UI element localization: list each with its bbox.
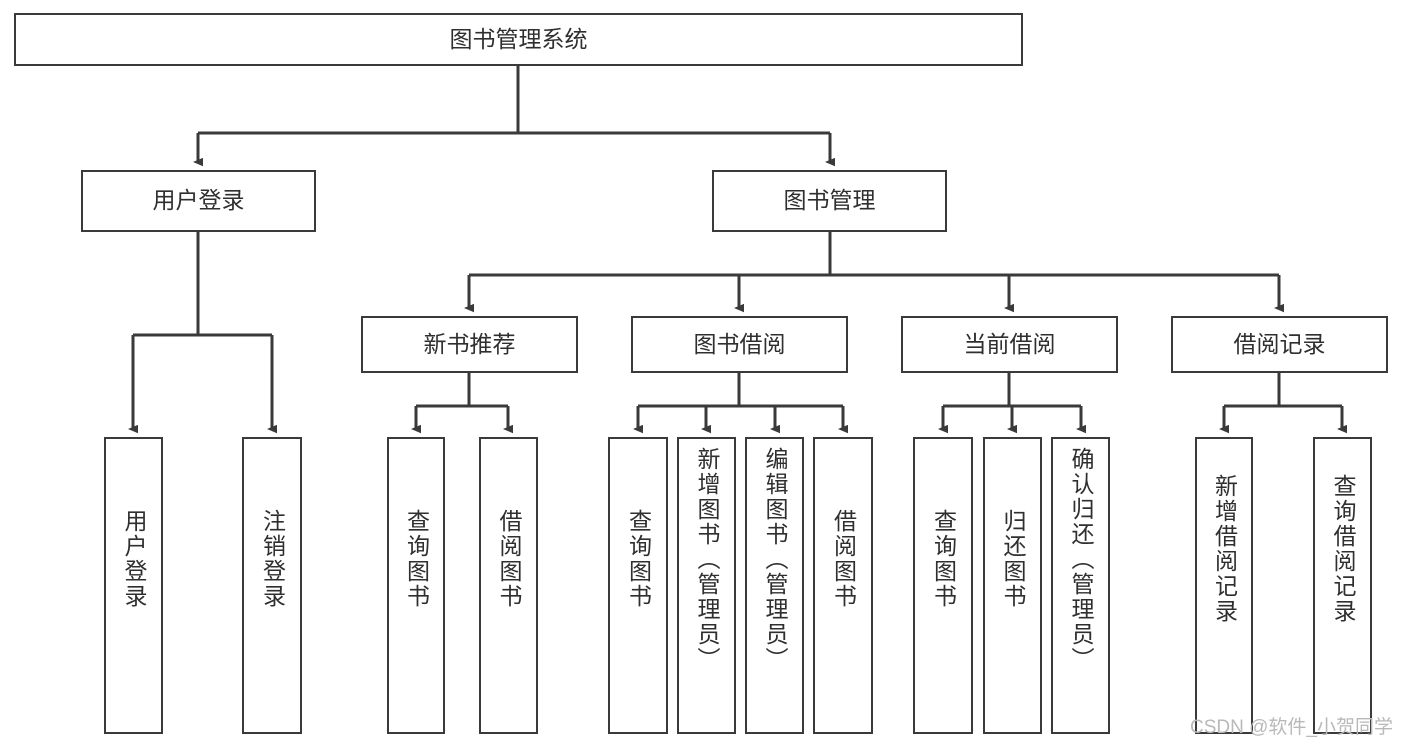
- node-current-borrow[interactable]: 当前借阅: [901, 316, 1118, 373]
- node-leaf-user-login[interactable]: 用户登录: [104, 437, 163, 734]
- node-leaf-edit-book[interactable]: 编辑图书（管理员）: [745, 437, 804, 734]
- node-leaf-borrow-book-rec-label: 借阅图书: [496, 509, 522, 609]
- node-root[interactable]: 图书管理系统: [14, 13, 1023, 66]
- node-leaf-edit-book-label: 编辑图书（管理员）: [762, 447, 788, 672]
- node-leaf-query-book-current[interactable]: 查询图书: [913, 437, 973, 734]
- node-leaf-borrow-book-rec[interactable]: 借阅图书: [479, 437, 538, 734]
- node-leaf-confirm-return[interactable]: 确认归还（管理员）: [1051, 437, 1110, 734]
- node-book-manage-label: 图书管理: [783, 187, 876, 214]
- node-leaf-add-book[interactable]: 新增图书（管理员）: [677, 437, 736, 734]
- node-current-borrow-label: 当前借阅: [963, 330, 1056, 357]
- edge-group-bookmanage-to-level3: [464, 232, 1284, 313]
- edge-group-currentborrow-to-leaves: [938, 373, 1086, 434]
- node-leaf-query-book-borrow[interactable]: 查询图书: [608, 437, 668, 734]
- watermark-text: CSDN @软件_小贺同学: [1190, 717, 1393, 738]
- node-leaf-user-login-label: 用户登录: [121, 509, 147, 609]
- node-borrow-record[interactable]: 借阅记录: [1171, 316, 1388, 373]
- node-borrow-record-label: 借阅记录: [1233, 330, 1326, 357]
- node-leaf-add-borrow-record-label: 新增借阅记录: [1211, 474, 1238, 624]
- node-leaf-borrow-book-label: 借阅图书: [830, 509, 857, 609]
- node-leaf-add-borrow-record[interactable]: 新增借阅记录: [1195, 437, 1253, 734]
- node-leaf-query-borrow-record[interactable]: 查询借阅记录: [1313, 437, 1372, 734]
- edge-group-bookborrow-to-leaves: [633, 373, 848, 434]
- edge-group-userlogin-to-leaves: [128, 232, 277, 434]
- node-leaf-logout[interactable]: 注销登录: [242, 437, 302, 734]
- edge-group-root-to-level2: [193, 66, 835, 167]
- node-leaf-borrow-book[interactable]: 借阅图书: [813, 437, 873, 734]
- node-book-borrow-label: 图书借阅: [693, 330, 786, 357]
- node-new-book-recommend-label: 新书推荐: [423, 330, 516, 357]
- node-user-login[interactable]: 用户登录: [81, 170, 316, 232]
- node-book-borrow[interactable]: 图书借阅: [631, 316, 848, 373]
- edge-group-newbook-to-leaves: [411, 373, 513, 434]
- node-leaf-add-book-label: 新增图书（管理员）: [694, 447, 720, 672]
- node-leaf-query-book-current-label: 查询图书: [930, 509, 957, 609]
- node-leaf-query-book-rec[interactable]: 查询图书: [387, 437, 445, 734]
- node-leaf-return-book[interactable]: 归还图书: [983, 437, 1042, 734]
- node-root-label: 图书管理系统: [449, 25, 588, 52]
- node-leaf-query-book-borrow-label: 查询图书: [625, 509, 652, 609]
- node-leaf-logout-label: 注销登录: [259, 509, 286, 609]
- node-leaf-confirm-return-label: 确认归还（管理员）: [1068, 447, 1094, 672]
- node-user-login-label: 用户登录: [152, 187, 245, 214]
- node-new-book-recommend[interactable]: 新书推荐: [361, 316, 578, 373]
- node-leaf-query-book-rec-label: 查询图书: [403, 509, 430, 609]
- node-leaf-query-borrow-record-label: 查询借阅记录: [1330, 474, 1356, 624]
- node-book-manage[interactable]: 图书管理: [712, 170, 947, 232]
- edge-group-borrowrecord-to-leaves: [1219, 373, 1347, 434]
- node-leaf-return-book-label: 归还图书: [1000, 509, 1026, 609]
